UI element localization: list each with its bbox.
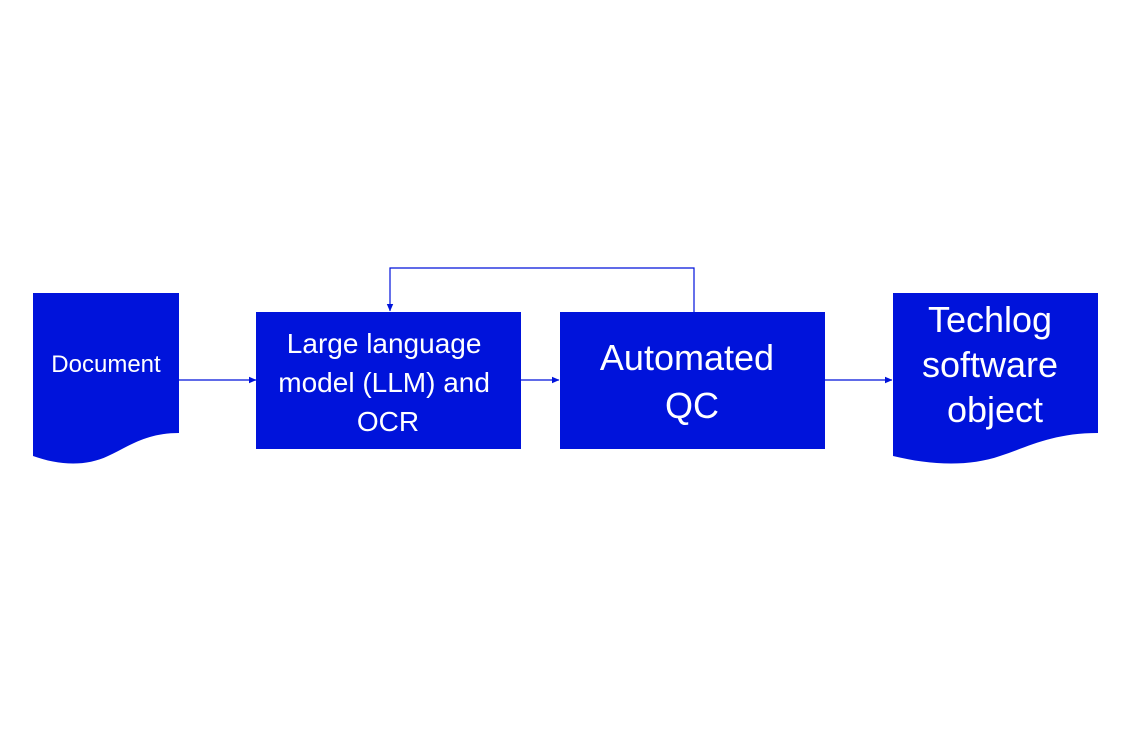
document-shape: [33, 293, 179, 464]
techlog-label-line-1: Techlog: [928, 299, 1052, 340]
llm-ocr-label-line-2: model (LLM) and: [278, 367, 490, 398]
techlog-label-line-2: software: [922, 344, 1058, 385]
techlog-label-line-3: object: [947, 389, 1043, 430]
node-automated-qc: Automated QC: [560, 312, 825, 449]
llm-ocr-label-line-1: Large language: [287, 328, 482, 359]
llm-ocr-box: [256, 312, 521, 449]
document-label: Document: [51, 351, 161, 378]
automated-qc-label: Automated QC: [600, 337, 784, 426]
node-document: Document: [33, 293, 179, 464]
techlog-document-shape: [893, 293, 1098, 464]
document-label-line: Document: [51, 351, 161, 378]
techlog-label: Techlog software object: [922, 299, 1068, 430]
llm-ocr-label-line-3: OCR: [357, 406, 419, 437]
node-techlog-object: Techlog software object: [893, 293, 1098, 464]
automated-qc-label-line-1: Automated: [600, 337, 774, 378]
connectors: [179, 267, 893, 384]
automated-qc-label-line-2: QC: [665, 385, 719, 426]
llm-ocr-label: Large language model (LLM) and OCR: [278, 328, 497, 437]
automated-qc-box: [560, 312, 825, 449]
connector-qc-feedback-to-llm: [386, 267, 695, 312]
node-llm-ocr: Large language model (LLM) and OCR: [256, 312, 521, 449]
